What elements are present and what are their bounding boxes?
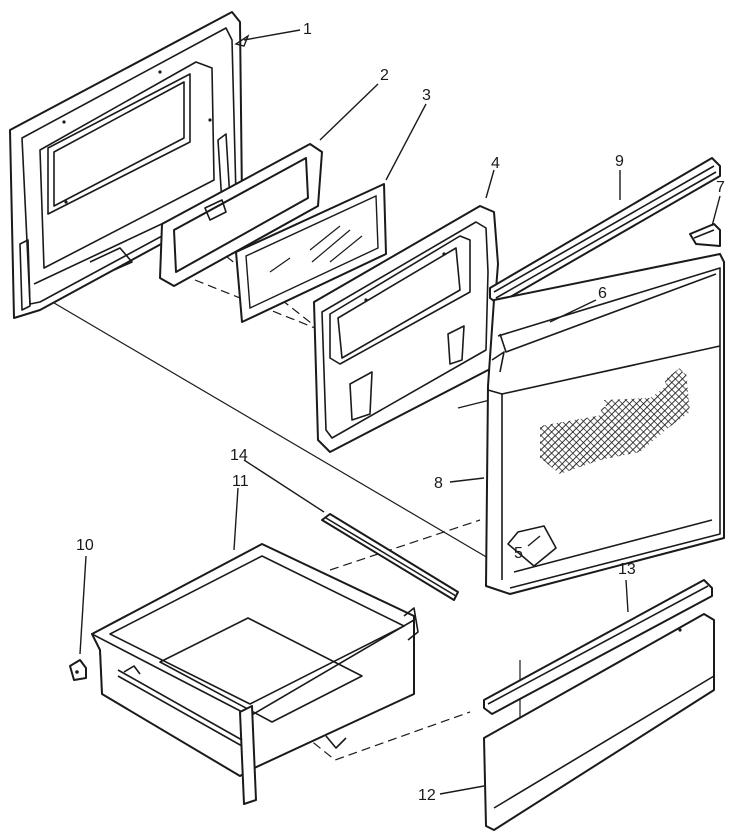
- callout-1: 1: [303, 21, 312, 38]
- drawer-rail: [321, 513, 459, 601]
- callout-14: 14: [230, 447, 248, 464]
- callout-2: 2: [380, 67, 389, 84]
- callout-labels: 1 2 3 4 5 6 7 8 9 10 11 12 13 14: [76, 21, 725, 804]
- top-trim-strip: [489, 157, 721, 305]
- drawer-clip: [69, 659, 87, 681]
- callout-9: 9: [615, 153, 624, 170]
- corner-bracket: [689, 223, 721, 247]
- door-gasket: [159, 143, 323, 287]
- callout-8: 8: [434, 475, 443, 492]
- callout-13: 13: [618, 561, 636, 578]
- door-liner-frame: [485, 253, 725, 595]
- inner-door-panel: [313, 205, 499, 453]
- outer-door-panel: [9, 11, 243, 319]
- door-glass: [235, 183, 387, 323]
- callout-3: 3: [422, 87, 431, 104]
- storage-drawer: [91, 543, 419, 805]
- callout-10: 10: [76, 537, 94, 554]
- callout-leaders: [79, 29, 721, 795]
- callout-11: 11: [232, 473, 249, 490]
- drawer-front-trim: [483, 579, 713, 715]
- drawer-front-panel: [483, 613, 715, 831]
- callout-12: 12: [418, 787, 436, 804]
- callout-5: 5: [514, 545, 523, 562]
- callout-7: 7: [716, 179, 725, 196]
- callout-4: 4: [491, 155, 500, 172]
- callout-6: 6: [598, 285, 607, 302]
